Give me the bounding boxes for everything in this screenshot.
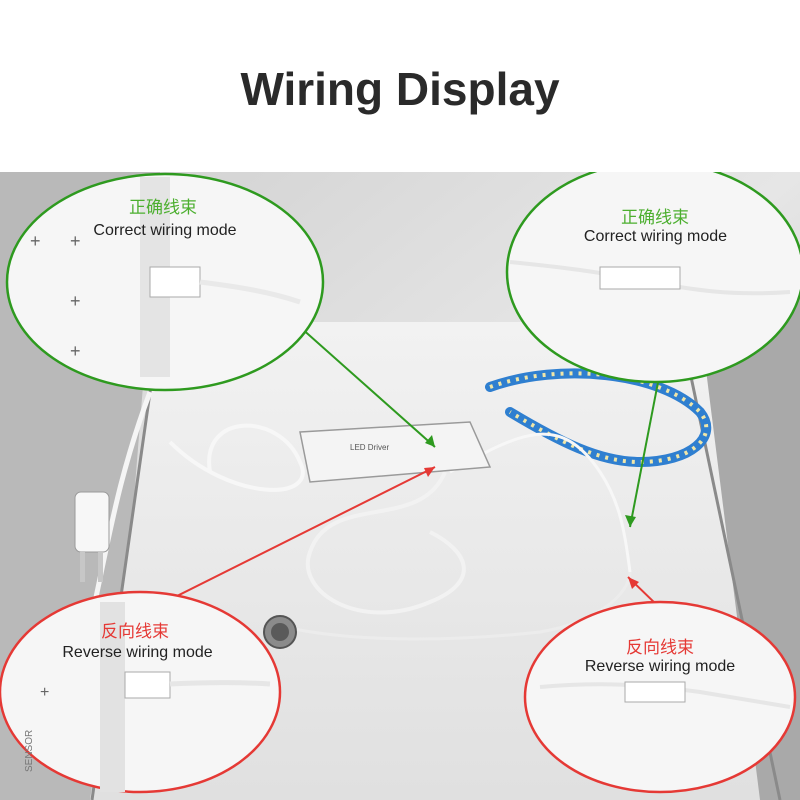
callout-bottom-right-cn: 反向线束 (626, 638, 694, 657)
arrow-top-right (629, 371, 661, 528)
callout-top-left-en: Correct wiring mode (93, 222, 237, 239)
svg-text:+: + (70, 231, 81, 251)
arrow-top-left-head (425, 435, 435, 447)
callout-top-left-cn: 正确线束 (129, 198, 197, 217)
callout-bottom-left: + SENSOR (0, 590, 282, 794)
callout-bottom-right (523, 600, 797, 794)
arrow-bottom-right-head (628, 577, 639, 589)
callout-top-right-cn: 正确线束 (621, 208, 689, 227)
sensor-label: SENSOR (24, 730, 35, 772)
svg-text:+: + (30, 231, 41, 251)
callout-top-left: + + + + (5, 172, 325, 392)
arrow-top-left (299, 326, 436, 448)
driver-label: LED Driver (350, 443, 389, 452)
sensor-cable-long (284, 571, 632, 641)
cable-to-strip (449, 432, 632, 573)
callout-bottom-left-en: Reverse wiring mode (62, 644, 213, 661)
callout-bottom-left-cn: 反向线束 (101, 622, 169, 641)
wiring-photo: LED Driver + + + + + SENSO (0, 172, 800, 800)
touch-sensor (263, 615, 297, 649)
led-driver: LED Driver (299, 421, 492, 483)
svg-text:+: + (70, 291, 81, 311)
svg-text:+: + (70, 341, 81, 361)
arrow-bottom-left-head (424, 467, 435, 477)
power-plug (74, 491, 110, 582)
arrow-top-right-head (625, 515, 636, 527)
callout-top-right (505, 172, 800, 384)
led-strip (485, 368, 712, 468)
callout-bottom-right-en: Reverse wiring mode (584, 658, 736, 675)
sensor-cable (305, 471, 466, 615)
callout-top-right-en: Correct wiring mode (583, 228, 728, 245)
cable-loop-left (168, 423, 305, 492)
page-title: Wiring Display (240, 63, 560, 115)
svg-text:+: + (40, 684, 49, 701)
